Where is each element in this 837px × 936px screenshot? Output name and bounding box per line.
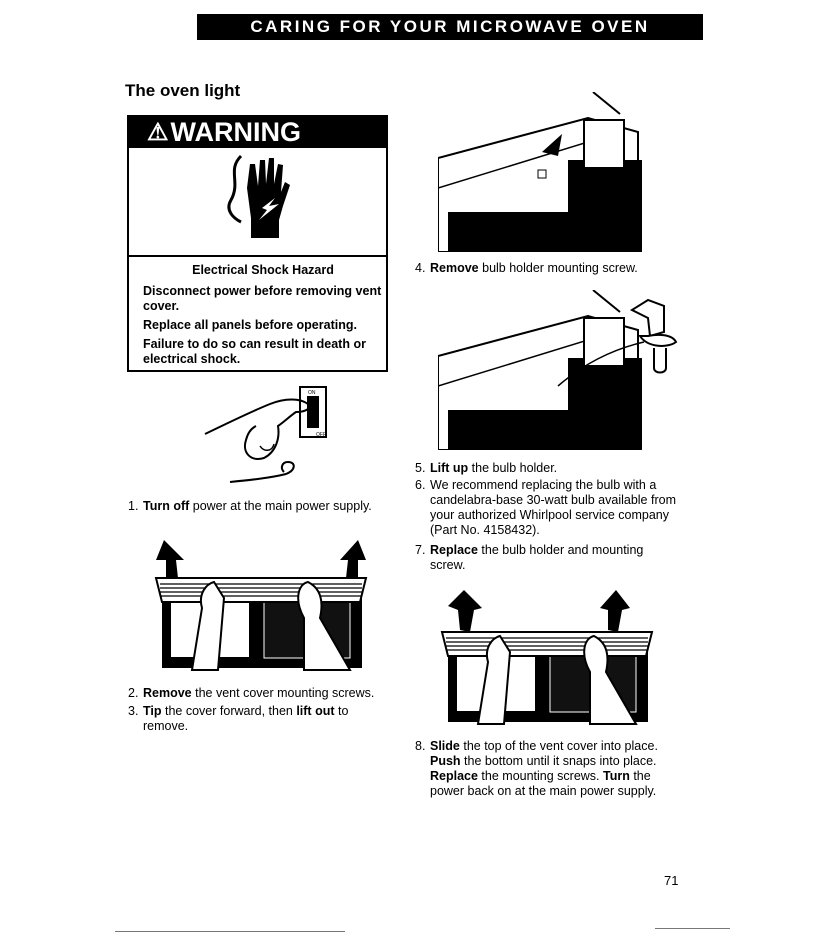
step-6: 6.We recommend replacing the bulb with a… xyxy=(415,478,676,537)
bulb-holder-screw-illustration xyxy=(438,92,642,252)
warning-line: Replace all panels before operating. xyxy=(143,318,357,332)
warning-header: ⚠ WARNING xyxy=(129,117,386,148)
switch-on-label: ON xyxy=(308,390,316,396)
section-title: The oven light xyxy=(125,81,241,100)
vent-cover-removal-illustration xyxy=(154,540,368,671)
warning-line: Disconnect power before removing vent co… xyxy=(143,284,382,313)
step-1: 1.Turn off power at the main power suppl… xyxy=(128,499,372,513)
lift-bulb-holder-illustration xyxy=(438,290,678,450)
step-5: 5.Lift up the bulb holder. xyxy=(415,461,558,475)
warning-label: WARNING xyxy=(170,117,302,147)
vent-cover-install-illustration xyxy=(440,590,654,725)
footer-rule-left xyxy=(115,931,345,932)
footer-rule-right xyxy=(655,928,730,929)
warning-hazard-title: Electrical Shock Hazard xyxy=(192,263,334,277)
step-2: 2.Remove the vent cover mounting screws. xyxy=(128,686,375,700)
step-3: 3.Tip the cover forward, then lift out t… xyxy=(128,704,349,733)
warning-text: Electrical Shock Hazard Disconnect power… xyxy=(143,263,383,371)
switch-off-label: OFF xyxy=(316,432,326,438)
shock-hand-icon xyxy=(227,154,290,238)
page-header: CARING FOR YOUR MICROWAVE OVEN xyxy=(197,14,703,40)
page-number: 71 xyxy=(664,873,679,888)
power-switch-illustration: ON OFF xyxy=(204,386,327,483)
step-4: 4.Remove bulb holder mounting screw. xyxy=(415,261,638,275)
warning-line: Failure to do so can result in death or … xyxy=(143,337,366,366)
warning-box: ⚠ WARNING Electrical Shock Hazard Discon… xyxy=(127,115,388,372)
shock-hazard-picture xyxy=(129,148,386,257)
step-8: 8.Slide the top of the vent cover into p… xyxy=(415,739,658,798)
warning-triangle-icon: ⚠ xyxy=(147,119,169,146)
step-7: 7.Replace the bulb holder and mounting s… xyxy=(415,543,644,572)
